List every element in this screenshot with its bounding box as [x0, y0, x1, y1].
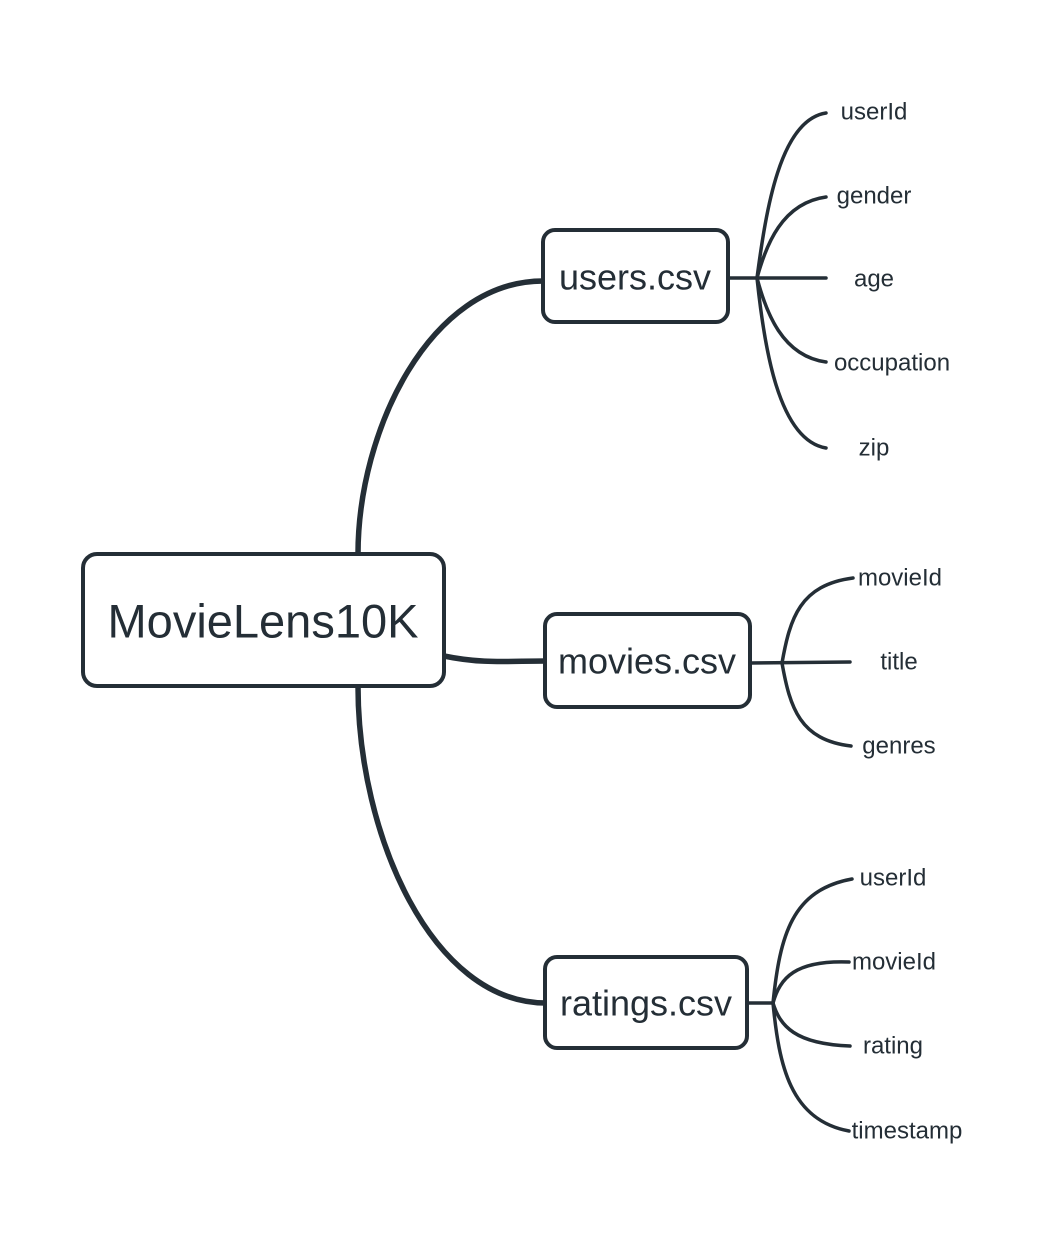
leaf-ratings-userid: userId	[860, 865, 927, 892]
edge-ratings-to-timestamp	[771, 1001, 851, 1133]
users-node-label: users.csv	[559, 257, 711, 298]
branch-node-users: users.csv	[541, 228, 730, 324]
leaf-ratings-rating: rating	[863, 1033, 923, 1060]
branch-node-ratings: ratings.csv	[543, 955, 749, 1050]
edge-users-to-gender	[755, 195, 828, 280]
leaf-users-gender: gender	[837, 183, 912, 210]
leaf-users-zip: zip	[859, 435, 890, 462]
leaf-users-occupation: occupation	[834, 350, 950, 377]
ratings-node-label: ratings.csv	[560, 983, 732, 1024]
edge-root-to-users	[355, 278, 546, 557]
movies-node-label: movies.csv	[558, 641, 736, 682]
root-node: MovieLens10K	[81, 552, 446, 688]
movies-node-box	[543, 612, 752, 709]
leaf-movies-genres: genres	[862, 733, 935, 760]
edge-root-to-ratings	[355, 683, 549, 1006]
root-node-label: MovieLens10K	[108, 595, 419, 648]
edge-users-to-occupation	[755, 276, 828, 364]
root-node-box	[81, 552, 446, 688]
edge-users-to-zip	[755, 276, 828, 450]
edge-movies-to-title	[748, 660, 852, 665]
leaf-ratings-movieid: movieId	[852, 949, 936, 976]
leaf-ratings-timestamp: timestamp	[852, 1118, 963, 1145]
edge-ratings-to-rating	[771, 1001, 852, 1048]
edge-users-to-userid	[755, 111, 828, 280]
ratings-node-box	[543, 955, 749, 1050]
edge-ratings-to-movieid	[771, 960, 851, 1005]
edge-root-to-movies	[441, 653, 549, 665]
leaf-users-age: age	[854, 266, 894, 293]
edge-ratings-to-userid	[771, 877, 854, 1005]
leaf-movies-title: title	[880, 649, 917, 676]
leaf-users-userid: userId	[841, 99, 908, 126]
branch-node-movies: movies.csv	[543, 612, 752, 709]
users-node-box	[541, 228, 730, 324]
leaf-movies-movieid: movieId	[858, 565, 942, 592]
edge-movies-to-genres	[780, 661, 853, 748]
edge-movies-to-movieid	[780, 576, 855, 665]
